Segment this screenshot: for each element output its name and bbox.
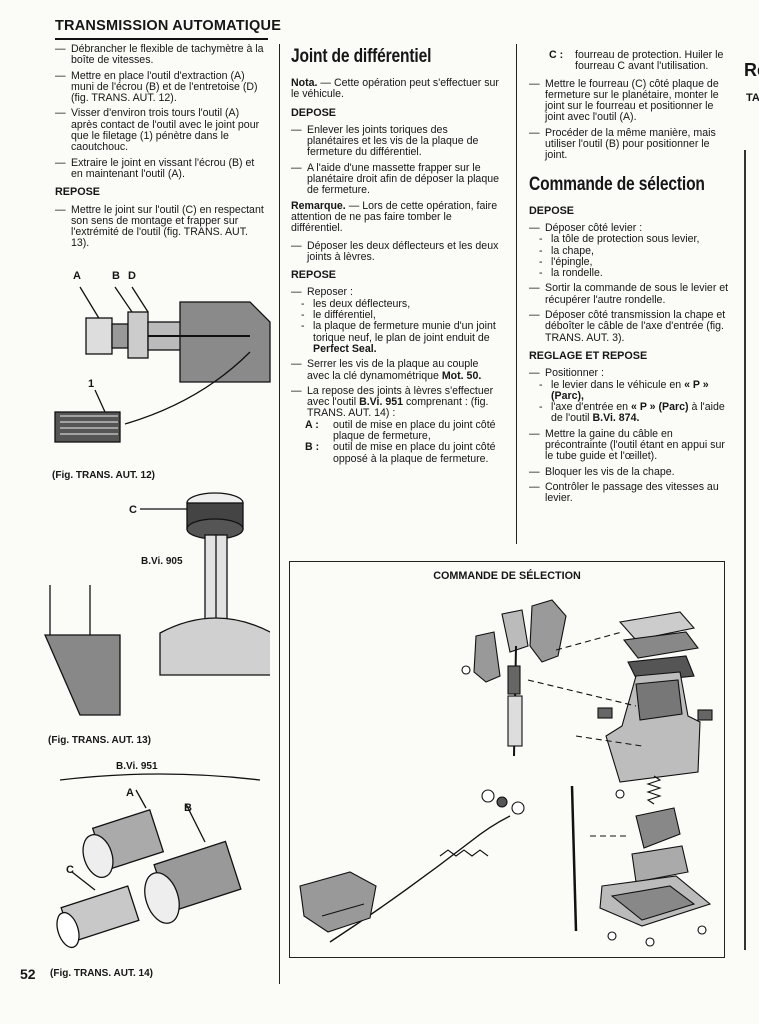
- list-item-text: Serrer les vis de la plaque au couple av…: [307, 358, 479, 382]
- margin-edge-rule: [744, 150, 746, 950]
- tool-ref: B.Vi. 951: [359, 396, 404, 409]
- tool-ref: B.Vi. 874.: [592, 412, 640, 425]
- fig12-label-b: B: [112, 270, 120, 282]
- list-item: A l'aide d'une massette frapper sur le p…: [291, 162, 501, 197]
- sub-item: la plaque de fermeture munie d'un joint …: [301, 321, 501, 355]
- position-ref: « P » (Parc),: [551, 378, 709, 402]
- tool-a-entry: A : outil de mise en place du joint côté…: [305, 418, 501, 443]
- sub-item-text: la plaque de fermeture munie d'un joint …: [313, 320, 496, 344]
- column-1: Débrancher le flexible de tachymètre à l…: [55, 43, 268, 254]
- diagram-frame: COMMANDE DE SÉLECTION: [289, 561, 725, 958]
- fig14-tool-kit-illustration: [56, 773, 261, 949]
- sub-item: la tôle de protection sous levier,: [539, 233, 731, 245]
- sub-item-text: l'axe d'entrée en: [551, 401, 632, 414]
- tool-c-entry: C : fourreau de protection. Huiler le fo…: [549, 49, 731, 73]
- list-item: Enlever les joints toriques des planétai…: [291, 124, 501, 159]
- sub-item: le différentiel,: [301, 309, 501, 321]
- fig13-label-c: C: [129, 504, 137, 516]
- fig14-label-c: C: [66, 864, 74, 876]
- page-header-title: TRANSMISSION AUTOMATIQUE: [55, 18, 282, 34]
- list-item-text: comprenant : (fig. TRANS. AUT. 14) :: [307, 396, 489, 420]
- sub-item: la chape,: [539, 245, 731, 257]
- column-rule-2: [516, 44, 517, 544]
- list-item: Déposer les deux déflecteurs et les deux…: [291, 240, 501, 264]
- list-item: Visser d'environ trois tours l'outil (A)…: [55, 108, 268, 153]
- tool-b-text: outil de mise en place du joint côté opp…: [333, 441, 496, 465]
- fig13-tool-illustration: [44, 492, 270, 716]
- tool-b-label: B :: [305, 441, 320, 454]
- list-item: Sortir la commande de sous le levier et …: [529, 283, 731, 306]
- sub-item-text: à l'aide de l'outil: [551, 401, 725, 425]
- section-title-joint-differentiel: Joint de différentiel: [291, 46, 432, 67]
- fig12-caption: (Fig. TRANS. AUT. 12): [52, 470, 155, 481]
- tool-ref: Mot. 50.: [441, 369, 482, 382]
- position-ref: « P » (Parc): [631, 401, 689, 414]
- fig12-label-1: 1: [88, 378, 95, 390]
- column-3: C : fourreau de protection. Huiler le fo…: [529, 49, 731, 509]
- note-paragraph: Nota. — Cette opération peut s'effectuer…: [291, 77, 501, 101]
- sub-item-text: le levier dans le véhicule en: [551, 378, 685, 391]
- product-name: Perfect Seal.: [313, 342, 377, 355]
- section-heading-repose: REPOSE: [291, 269, 337, 282]
- note-text: — Cette opération peut s'effectuer sur l…: [291, 77, 499, 101]
- sub-item: la rondelle.: [539, 267, 731, 279]
- list-item: La repose des joints à lèvres s'effectue…: [291, 384, 501, 420]
- diagram-title: COMMANDE DE SÉLECTION: [433, 570, 581, 582]
- remark-text: — Lors de cette opération, faire attenti…: [291, 199, 498, 235]
- margin-fragment-re: Re: [744, 60, 759, 80]
- section-heading-repose: REPOSE: [55, 186, 101, 199]
- list-item: Mettre le fourreau (C) côté plaque de fe…: [529, 78, 731, 124]
- section-heading-depose: DEPOSE: [529, 204, 575, 217]
- fig12-label-a: A: [73, 270, 81, 282]
- fig12-extraction-tool-illustration: [54, 286, 271, 443]
- list-item: Mettre en place l'outil d'extraction (A)…: [55, 70, 268, 105]
- list-item: Bloquer les vis de la chape.: [529, 466, 731, 478]
- list-item: Serrer les vis de la plaque au couple av…: [291, 359, 501, 382]
- list-item: Contrôler le passage des vitesses au lev…: [529, 481, 731, 505]
- remark-label: Remarque.: [291, 199, 346, 212]
- list-item: Déposer côté transmission la chape et dé…: [529, 309, 731, 344]
- header-rule: [55, 38, 268, 40]
- note-label: Nota.: [291, 77, 318, 89]
- tool-c-label: C :: [549, 49, 564, 61]
- remark-paragraph: Remarque. — Lors de cette opération, fai…: [291, 199, 501, 235]
- list-item: Reposer :: [291, 287, 501, 299]
- sub-item: les deux déflecteurs,: [301, 298, 501, 310]
- fig14-title: B.Vi. 951: [116, 761, 158, 772]
- sub-item: l'épingle,: [539, 256, 731, 268]
- section-heading-reglage: REGLAGE ET REPOSE: [529, 349, 648, 362]
- fig13-label-tool: B.Vi. 905: [141, 556, 183, 567]
- fig13-caption: (Fig. TRANS. AUT. 13): [48, 735, 151, 746]
- list-item: Positionner :: [529, 367, 731, 379]
- fig12-label-d: D: [128, 270, 136, 282]
- list-item: Mettre la gaine du câble en précontraint…: [529, 428, 731, 463]
- column-2: Joint de différentiel Nota. — Cette opér…: [291, 44, 501, 465]
- column-rule-1: [279, 44, 280, 984]
- tool-a-label: A :: [305, 418, 319, 431]
- fig14-caption: (Fig. TRANS. AUT. 14): [50, 968, 153, 979]
- list-item: Débrancher le flexible de tachymètre à l…: [55, 43, 268, 67]
- section-title-commande-selection: Commande de sélection: [529, 173, 705, 195]
- list-item-text: La repose des joints à lèvres s'effectue…: [307, 384, 494, 409]
- sub-item: l'axe d'entrée en « P » (Parc) à l'aide …: [539, 401, 731, 425]
- tool-a-text: outil de mise en place du joint côté pla…: [333, 418, 496, 443]
- list-item: Procéder de la même manière, mais utilis…: [529, 127, 731, 162]
- section-heading-depose: DEPOSE: [291, 106, 337, 119]
- fig14-label-a: A: [126, 787, 134, 799]
- list-item: Mettre le joint sur l'outil (C) en respe…: [55, 204, 268, 250]
- page-number: 52: [20, 966, 36, 982]
- selector-control-exploded-diagram: [299, 599, 713, 947]
- sub-item: le levier dans le véhicule en « P » (Par…: [539, 378, 731, 403]
- margin-fragment-ta: TA: [746, 92, 759, 104]
- list-item: Extraire le joint en vissant l'écrou (B)…: [55, 157, 268, 181]
- list-item: Déposer côté levier :: [529, 222, 731, 234]
- tool-c-text: fourreau de protection. Huiler le fourre…: [575, 49, 724, 73]
- tool-b-entry: B : outil de mise en place du joint côté…: [305, 442, 501, 465]
